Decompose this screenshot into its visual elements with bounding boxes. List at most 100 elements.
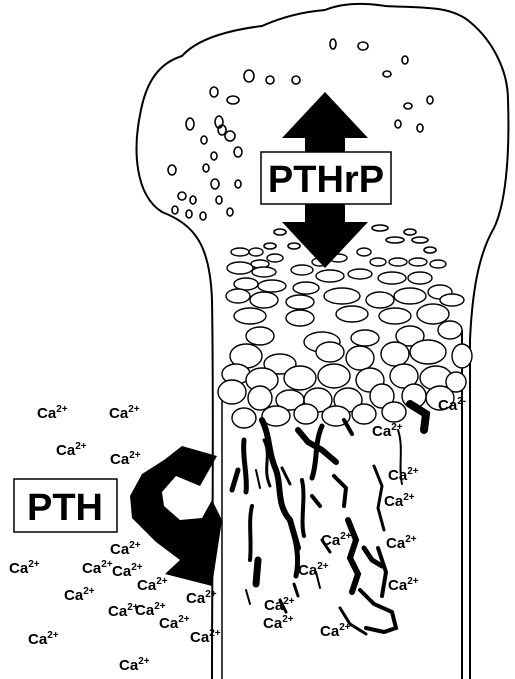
cell	[395, 120, 401, 128]
chondrocyte	[258, 280, 286, 292]
chondrocyte	[234, 278, 258, 290]
cell	[216, 196, 222, 204]
chondrocyte	[232, 408, 256, 428]
chondrocyte	[389, 258, 407, 266]
cell	[427, 96, 433, 104]
trabecula	[312, 496, 320, 506]
calcium-ion-label: Ca2+	[56, 441, 87, 459]
chondrocyte	[284, 366, 316, 390]
trabecula	[302, 480, 304, 536]
cell	[244, 70, 254, 82]
chondrocyte	[381, 342, 409, 366]
calcium-ion-label: Ca2+	[263, 614, 294, 632]
trabecula	[410, 404, 426, 430]
chondrocyte	[250, 292, 278, 308]
calcium-ion-label: Ca2+	[388, 576, 419, 594]
cell	[172, 206, 178, 214]
chondrocyte	[246, 327, 274, 345]
trabecula	[378, 548, 386, 596]
chondrocyte	[348, 269, 372, 279]
chondrocyte	[293, 282, 319, 294]
cell	[404, 229, 416, 235]
chondrocyte	[318, 364, 350, 388]
cell	[264, 243, 276, 249]
chondrocyte	[267, 254, 283, 262]
chondrocyte	[227, 262, 253, 274]
chondrocyte	[351, 330, 379, 346]
calcium-ion-label: Ca2+	[386, 534, 417, 552]
calcium-ion-label: Ca2+	[321, 531, 352, 549]
trabecula	[282, 468, 290, 484]
cell	[292, 76, 300, 84]
pth-label: PTH	[27, 487, 103, 529]
cell	[211, 179, 219, 189]
calcium-ion-label: Ca2+	[119, 656, 150, 674]
pth-curved-arrow-icon	[130, 446, 222, 586]
growth-plate-cells	[218, 248, 472, 428]
calcium-ion-label: Ca2+	[159, 614, 190, 632]
cell	[402, 56, 408, 64]
calcium-ion-label: Ca2+	[320, 622, 351, 640]
epiphysis-cells	[168, 39, 436, 253]
chondrocyte	[249, 248, 263, 256]
chondrocyte	[382, 402, 406, 422]
chondrocyte	[366, 292, 394, 308]
calcium-ion-label: Ca2+	[110, 540, 141, 558]
chondrocyte	[430, 260, 446, 268]
cell	[412, 237, 428, 243]
cell	[288, 243, 300, 249]
chondrocyte	[452, 344, 472, 368]
cell	[210, 87, 218, 97]
cell	[186, 210, 192, 218]
cell	[186, 118, 194, 130]
chondrocyte	[417, 304, 449, 324]
cell	[211, 152, 217, 160]
cell	[234, 147, 242, 157]
chondrocyte	[286, 295, 314, 309]
trabecula	[232, 470, 238, 490]
chondrocyte	[440, 294, 464, 306]
chondrocyte	[346, 346, 374, 370]
cell	[225, 131, 235, 141]
calcium-ions: Ca2+Ca2+Ca2+Ca2+Ca2+Ca2+Ca2+Ca2+Ca2+Ca2+…	[9, 396, 466, 674]
calcium-ion-label: Ca2+	[109, 404, 140, 422]
calcium-ion-label: Ca2+	[190, 628, 221, 646]
trabecular-bone	[232, 404, 426, 634]
trabecula	[256, 470, 260, 488]
cell	[168, 165, 176, 175]
chondrocyte	[294, 404, 318, 424]
cell	[190, 196, 196, 204]
calcium-ion-label: Ca2+	[137, 576, 168, 594]
chondrocyte	[316, 270, 344, 282]
chondrocyte	[409, 258, 427, 266]
calcium-ion-label: Ca2+	[28, 630, 59, 648]
cell	[274, 229, 286, 235]
calcium-ion-label: Ca2+	[298, 561, 329, 579]
chondrocyte	[234, 308, 266, 324]
calcium-ion-label: Ca2+	[37, 404, 68, 422]
chondrocyte	[336, 306, 368, 322]
cell	[203, 164, 209, 172]
cell	[330, 39, 336, 49]
chondrocyte	[357, 248, 371, 256]
chondrocyte	[379, 308, 411, 324]
chondrocyte	[286, 310, 314, 326]
cell	[386, 237, 404, 243]
trabecula	[374, 466, 384, 530]
calcium-ion-label: Ca2+	[388, 466, 419, 484]
trabecula	[290, 520, 298, 576]
trabecula	[244, 440, 247, 492]
chondrocyte	[231, 248, 249, 256]
cell	[404, 103, 412, 109]
calcium-ion-label: Ca2+	[110, 450, 141, 468]
cell	[372, 225, 388, 231]
cell	[266, 76, 274, 84]
trabecula	[360, 590, 396, 632]
chondrocyte	[378, 272, 406, 284]
chondrocyte	[410, 340, 446, 364]
cell	[383, 71, 391, 77]
cell	[227, 208, 233, 216]
chondrocyte	[408, 272, 432, 284]
calcium-ion-label: Ca2+	[372, 422, 403, 440]
